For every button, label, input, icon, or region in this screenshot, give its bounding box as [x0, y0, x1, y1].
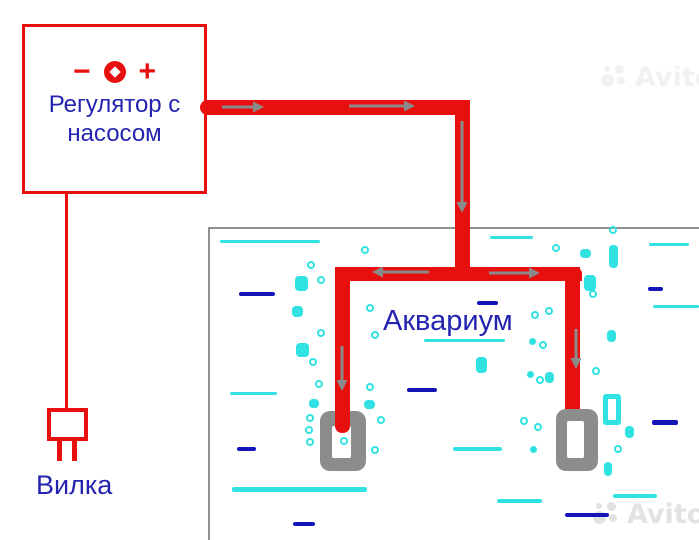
plug-prong-icon: [72, 441, 77, 461]
nozzle-outlet: [567, 421, 584, 458]
bubble-icon: [315, 380, 323, 388]
bubble-icon: [476, 357, 487, 373]
bubble-icon: [607, 330, 616, 342]
pipe-drop-right: [565, 267, 580, 413]
watermark-text: Avito: [627, 499, 699, 530]
power-wire: [65, 194, 68, 409]
water-dash: [239, 292, 275, 296]
bubble-icon: [306, 438, 314, 446]
bubble-icon: [520, 417, 528, 425]
water-line: [230, 392, 277, 395]
bubble-icon: [340, 437, 348, 445]
bubble-icon: [295, 276, 308, 291]
bubble-icon: [364, 400, 375, 409]
bubble-icon: [305, 426, 313, 434]
plus-symbol: +: [138, 55, 157, 88]
bubble-icon: [534, 423, 542, 431]
water-line: [653, 305, 699, 308]
water-dash: [652, 420, 678, 425]
water-line: [232, 487, 367, 492]
water-line: [424, 339, 505, 342]
bubble-icon: [292, 306, 303, 317]
bubble-icon: [371, 446, 379, 454]
pipe-supply-horizontal: [200, 100, 470, 115]
bubble-icon: [366, 383, 374, 391]
bubble-icon: [531, 311, 539, 319]
plug-icon: [47, 408, 88, 441]
bubble-icon: [539, 341, 547, 349]
bubble-icon: [625, 426, 634, 438]
bubble-icon: [530, 446, 537, 453]
watermark-text: Avito: [635, 62, 699, 93]
water-dash: [648, 287, 663, 291]
aquarium-label: Аквариум: [383, 305, 513, 337]
water-line: [613, 494, 657, 498]
bubble-icon: [371, 331, 379, 339]
pipe-manifold: [335, 267, 582, 281]
water-line: [497, 499, 542, 503]
water-dash: [565, 513, 609, 517]
bubble-icon: [309, 358, 317, 366]
bubble-icon: [366, 304, 374, 312]
bubble-icon: [307, 261, 315, 269]
plug-prong-icon: [57, 441, 62, 461]
regulator-label-line2: насосом: [67, 120, 162, 148]
water-line: [453, 447, 502, 451]
avito-logo-icon: [601, 64, 631, 91]
pipe-outlet-tip-left: [335, 411, 350, 433]
water-dash: [237, 447, 256, 451]
water-line: [220, 240, 320, 243]
bubble-icon: [361, 246, 369, 254]
pipe-drop-left: [335, 267, 350, 412]
bubble-icon: [306, 414, 314, 422]
right-nozzle: [556, 409, 598, 471]
bubble-icon: [545, 307, 553, 315]
watermark-avito-top: Avito: [601, 62, 699, 93]
bubble-icon: [527, 371, 534, 378]
bubble-icon: [536, 376, 544, 384]
regulator-label-line1: Регулятор с: [48, 91, 181, 118]
bubble-icon: [545, 372, 554, 383]
bubble-icon: [609, 245, 618, 268]
polarity-symbols: − +: [25, 55, 204, 88]
bubble-icon: [592, 367, 600, 375]
bubble-icon: [309, 399, 319, 408]
bubble-icon: [589, 290, 597, 298]
bubble-icon: [552, 244, 560, 252]
bubble-icon: [317, 329, 325, 337]
bubble-icon: [529, 338, 536, 345]
bubble-icon: [603, 394, 621, 425]
bubble-icon: [377, 416, 385, 424]
watermark-avito-bottom: Avito: [593, 499, 699, 530]
water-line: [490, 236, 533, 239]
minus-symbol: −: [72, 55, 91, 88]
pump-icon: [103, 61, 126, 83]
bubble-icon: [604, 462, 612, 476]
bubble-icon: [296, 343, 309, 357]
plug-label: Вилка: [36, 470, 113, 500]
bubble-icon: [580, 249, 591, 258]
pipe-supply-vertical: [455, 100, 470, 281]
water-dash: [293, 522, 315, 526]
bubble-icon: [609, 226, 617, 234]
bubble-icon: [584, 275, 596, 291]
water-dash: [407, 388, 437, 392]
bubble-icon: [614, 445, 622, 453]
water-dash: [477, 301, 498, 305]
regulator-box: − + Регулятор с насосом: [22, 24, 207, 194]
bubble-icon: [317, 276, 325, 284]
regulator-label: Регулятор с насосом: [25, 90, 204, 149]
aquarium-tank: [208, 227, 699, 540]
water-line: [649, 243, 689, 246]
